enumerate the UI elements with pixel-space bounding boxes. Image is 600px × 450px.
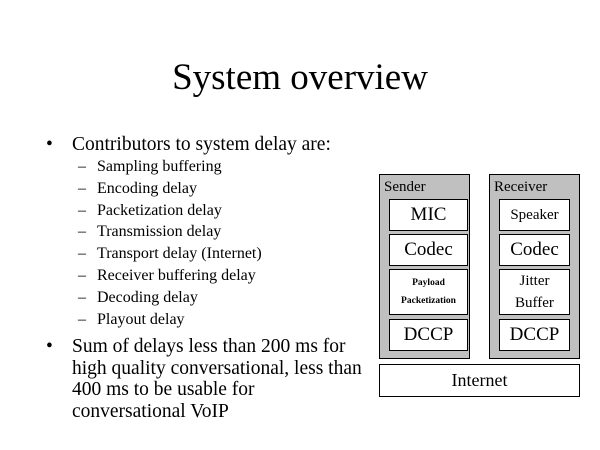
bullet-text: Contributors to system delay are: xyxy=(72,134,331,155)
receiver-speaker-block: Speaker xyxy=(499,199,570,231)
sender-dccp-block: DCCP xyxy=(389,319,468,351)
sub-bullet-text: Playout delay xyxy=(97,310,185,328)
bullet-icon: • xyxy=(46,336,53,357)
sub-bullet-text: Transmission delay xyxy=(97,223,222,241)
sender-mic-block: MIC xyxy=(389,199,468,231)
dash-icon: – xyxy=(78,310,86,328)
sub-bullet-text: Decoding delay xyxy=(97,288,198,306)
dash-icon: – xyxy=(78,179,86,197)
sender-codec-block: Codec xyxy=(389,234,468,266)
internet-block: Internet xyxy=(379,364,580,397)
text-line: high quality conversational, less than xyxy=(72,357,362,379)
sender-packetization-block: Payload Packetization xyxy=(389,269,468,315)
sub-bullet-text: Encoding delay xyxy=(97,179,197,197)
bullet-sum-text: Sum of delays less than 200 ms for high … xyxy=(72,336,372,423)
dash-icon: – xyxy=(78,223,86,241)
text-line: conversational VoIP xyxy=(72,401,229,423)
sub-bullet-text: Receiver buffering delay xyxy=(97,267,256,284)
dash-icon: – xyxy=(78,158,86,175)
receiver-codec-block: Codec xyxy=(499,234,570,266)
receiver-label: Receiver xyxy=(494,179,548,195)
dash-icon: – xyxy=(78,201,86,219)
text-line: Sum of delays less than 200 ms for xyxy=(72,336,346,357)
dash-icon: – xyxy=(78,267,86,284)
bullet-icon: • xyxy=(46,134,53,155)
receiver-jitter-buffer-block: Jitter Buffer xyxy=(499,269,570,315)
block-line: Payload xyxy=(412,278,445,288)
dash-icon: – xyxy=(78,245,86,263)
receiver-dccp-block: DCCP xyxy=(499,319,570,351)
block-line: Buffer xyxy=(515,295,554,311)
sub-bullet-text: Transport delay (Internet) xyxy=(97,245,262,263)
text-line: 400 ms to be usable for xyxy=(72,379,255,401)
block-line: Packetization xyxy=(401,296,456,306)
sub-bullet-text: Packetization delay xyxy=(97,201,222,219)
slide-title: System overview xyxy=(172,57,428,98)
block-line: Jitter xyxy=(519,273,550,289)
dash-icon: – xyxy=(78,288,86,306)
sub-bullet-text: Sampling buffering xyxy=(97,158,222,175)
sender-label: Sender xyxy=(384,179,426,195)
